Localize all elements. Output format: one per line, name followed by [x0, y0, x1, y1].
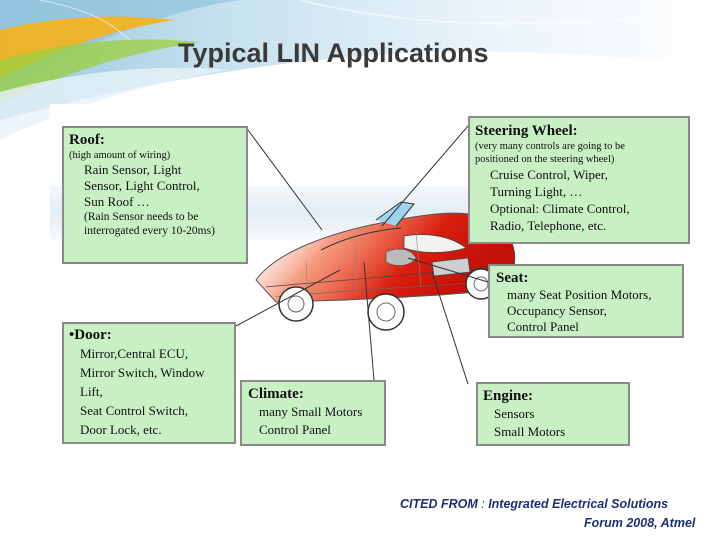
roof-box: Roof: (high amount of wiring) Rain Senso… [62, 126, 248, 264]
climate-item: many Small Motors [259, 404, 363, 419]
seat-item: many Seat Position Motors, [507, 287, 652, 302]
steering-connector [381, 125, 469, 227]
citation-label: CITED FROM [400, 497, 478, 511]
roof-extra: (Rain Sensor needs to be [84, 211, 199, 223]
roof-item: Sensor, Light Control, [84, 178, 200, 193]
door-item: Seat Control Switch, [80, 403, 188, 418]
door-connector [235, 269, 341, 327]
citation-source: Integrated Electrical Solutions [488, 497, 669, 511]
seat-item: Occupancy Sensor, [507, 303, 607, 318]
climate-item: Control Panel [259, 422, 331, 437]
steering-wheel-note: positioned on the steering wheel) [475, 154, 615, 165]
engine-heading: Engine: [483, 388, 534, 404]
citation-line-1: CITED FROM : Integrated Electrical Solut… [400, 497, 668, 511]
roof-note: (high amount of wiring) [69, 150, 171, 161]
seat-heading: Seat: [496, 270, 529, 286]
engine-connector [431, 271, 469, 385]
steering-wheel-item: Optional: Climate Control, [490, 201, 630, 216]
engine-box: Engine: Sensors Small Motors [476, 382, 630, 446]
door-item: Mirror,Central ECU, [80, 346, 189, 361]
seat-box: Seat: many Seat Position Motors, Occupan… [488, 264, 684, 338]
roof-extra: interrogated every 10-20ms) [84, 225, 215, 237]
door-item: Lift, [80, 384, 103, 399]
roof-item: Rain Sensor, Light [84, 162, 182, 177]
slide-title: Typical LIN Applications [178, 38, 489, 68]
climate-connector [363, 261, 375, 381]
steering-wheel-item: Cruise Control, Wiper, [490, 167, 608, 182]
door-item: Door Lock, etc. [80, 422, 162, 437]
roof-item: Sun Roof … [84, 194, 150, 209]
climate-box: Climate: many Small Motors Control Panel [240, 380, 386, 446]
steering-wheel-item: Turning Light, … [490, 184, 583, 199]
steering-wheel-note: (very many controls are going to be [475, 141, 625, 152]
steering-wheel-heading: Steering Wheel: [475, 123, 578, 139]
door-item: Mirror Switch, Window [80, 365, 205, 380]
roof-connector [247, 129, 323, 231]
engine-item: Small Motors [494, 424, 566, 439]
door-box: •Door: Mirror,Central ECU, Mirror Switch… [62, 322, 236, 444]
door-heading: •Door: [69, 327, 112, 343]
citation-line-2: Forum 2008, Atmel [584, 516, 696, 530]
seat-item: Control Panel [507, 319, 579, 334]
engine-item: Sensors [494, 406, 535, 421]
citation-separator: : [477, 497, 489, 511]
climate-heading: Climate: [248, 386, 304, 402]
steering-wheel-item: Radio, Telephone, etc. [490, 218, 607, 233]
seat-connector [407, 257, 489, 283]
steering-wheel-box: Steering Wheel: (very many controls are … [468, 116, 690, 244]
roof-heading: Roof: [69, 132, 105, 148]
